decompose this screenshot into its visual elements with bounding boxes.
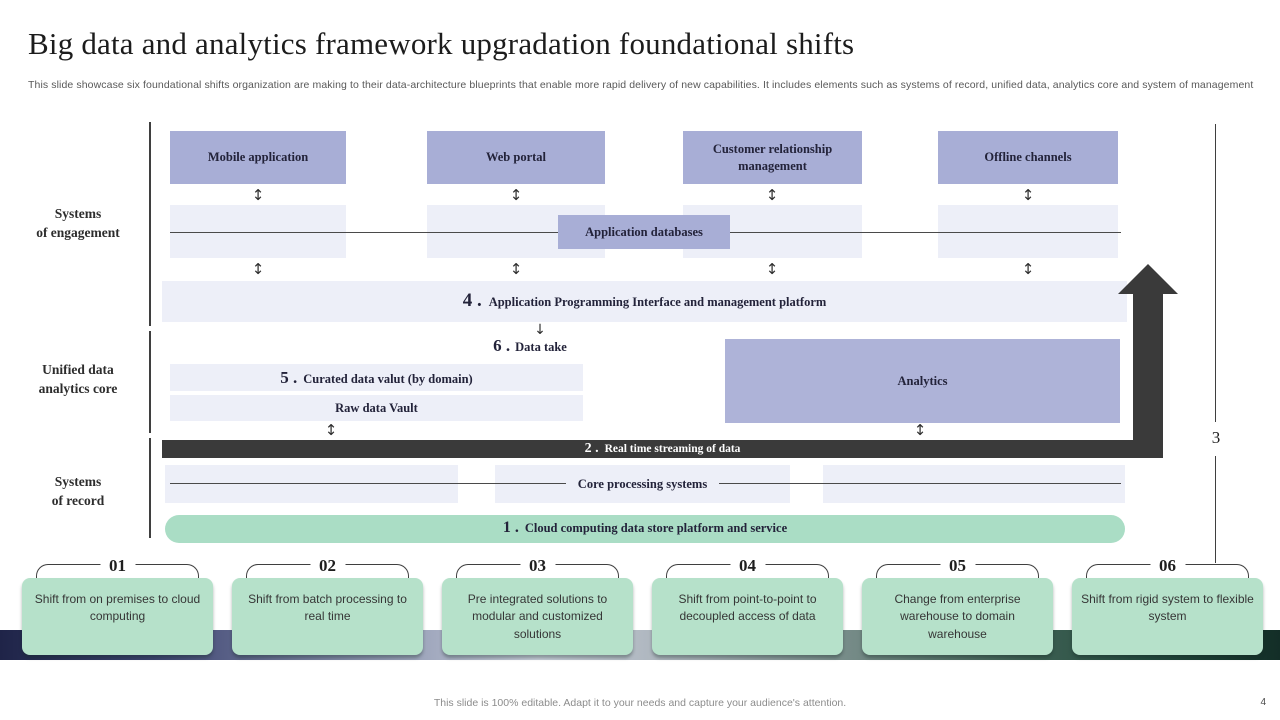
updown-arrow-icon: ↕ xyxy=(251,186,265,204)
label-systems-of-engagement: Systems of engagement xyxy=(8,204,148,242)
updown-arrow-icon: ↕ xyxy=(765,260,779,278)
updown-arrow-icon: ↕ xyxy=(251,260,265,278)
updown-arrow-icon: ↕ xyxy=(1021,186,1035,204)
box-analytics: Analytics xyxy=(725,339,1120,423)
api-label: Application Programming Interface and ma… xyxy=(488,295,827,309)
page-subtitle: This slide showcase six foundational shi… xyxy=(28,79,1254,91)
record-box xyxy=(823,465,1125,503)
updown-arrow-icon: ↕ xyxy=(509,186,523,204)
card-number: 03 xyxy=(520,556,555,575)
card-number: 02 xyxy=(310,556,345,575)
card-text: Shift from on premises to cloud computin… xyxy=(22,578,213,655)
card-text: Change from enterprise warehouse to doma… xyxy=(862,578,1053,655)
label-line: Systems xyxy=(54,206,102,221)
raw-data-vault-box: Raw data Vault xyxy=(170,395,583,421)
up-arrow-head-icon xyxy=(1118,264,1178,294)
streaming-label: Real time streaming of data xyxy=(604,443,741,455)
api-number: 4 . xyxy=(462,290,482,311)
shift-card-04: 04 Shift from point-to-point to decouple… xyxy=(652,556,843,656)
box-offline-channels: Offline channels xyxy=(938,131,1118,184)
updown-arrow-icon: ↕ xyxy=(913,421,927,439)
engagement-db-box xyxy=(938,205,1118,258)
shift-card-02: 02 Shift from batch processing to real t… xyxy=(232,556,423,656)
label-line: analytics core xyxy=(38,381,118,396)
card-number: 04 xyxy=(730,556,765,575)
updown-arrow-icon: ↕ xyxy=(324,421,338,439)
label-unified-data-analytics-core: Unified data analytics core xyxy=(8,360,148,398)
label-line: Unified data xyxy=(42,362,114,377)
updown-arrow-icon: ↕ xyxy=(765,186,779,204)
side-number: 3 xyxy=(1211,428,1221,447)
raw-vault-label: Raw data Vault xyxy=(335,400,418,415)
card-text: Shift from rigid system to flexible syst… xyxy=(1072,578,1263,655)
down-arrow-icon: ↓ xyxy=(534,322,546,338)
cloud-number: 1 . xyxy=(502,519,519,536)
footer-note: This slide is 100% editable. Adapt it to… xyxy=(433,697,847,709)
streaming-number: 2 . xyxy=(584,441,599,456)
record-box xyxy=(165,465,458,503)
left-divider-segment xyxy=(149,122,151,326)
shift-card-01: 01 Shift from on premises to cloud compu… xyxy=(22,556,213,656)
data-take-label: Data take xyxy=(515,340,567,354)
page-number: 4 xyxy=(1260,697,1266,708)
left-divider-segment xyxy=(149,331,151,433)
curated-label: Curated data valut (by domain) xyxy=(303,372,473,386)
card-text: Shift from point-to-point to decoupled a… xyxy=(652,578,843,655)
up-arrow-shaft xyxy=(1133,292,1163,458)
left-divider-segment xyxy=(149,438,151,538)
label-systems-of-record: Systems of record xyxy=(8,472,148,510)
streaming-bar: 2 . Real time streaming of data xyxy=(162,440,1163,458)
curated-number: 5 . xyxy=(280,368,298,387)
updown-arrow-icon: ↕ xyxy=(1021,260,1035,278)
box-mobile-application: Mobile application xyxy=(170,131,346,184)
shift-card-05: 05 Change from enterprise warehouse to d… xyxy=(862,556,1053,656)
core-processing-label: Core processing systems xyxy=(565,476,720,492)
box-application-databases: Application databases xyxy=(558,215,730,249)
card-number: 01 xyxy=(100,556,135,575)
page-title: Big data and analytics framework upgrada… xyxy=(28,26,855,61)
shift-card-06: 06 Shift from rigid system to flexible s… xyxy=(1072,556,1263,656)
card-number: 06 xyxy=(1150,556,1185,575)
right-connector-segment xyxy=(1215,456,1216,563)
cloud-label: Cloud computing data store platform and … xyxy=(524,521,788,535)
data-take-label-group: 6 . Data take xyxy=(430,336,630,356)
curated-data-vault-box: 5 . Curated data valut (by domain) xyxy=(170,364,583,391)
card-number: 05 xyxy=(940,556,975,575)
box-web-portal: Web portal xyxy=(427,131,605,184)
label-line: Systems xyxy=(54,474,102,489)
card-text: Pre integrated solutions to modular and … xyxy=(442,578,633,655)
shift-card-03: 03 Pre integrated solutions to modular a… xyxy=(442,556,633,656)
right-connector-segment xyxy=(1215,124,1216,422)
engagement-db-box xyxy=(170,205,346,258)
core-processing-group: Core processing systems xyxy=(495,465,790,503)
bottom-gradient-bar xyxy=(0,630,1280,660)
box-customer-relationship-management: Customer relationship management xyxy=(683,131,862,184)
updown-arrow-icon: ↕ xyxy=(509,260,523,278)
label-line: of engagement xyxy=(36,225,120,240)
label-line: of record xyxy=(51,493,105,508)
data-take-number: 6 . xyxy=(493,336,511,355)
cloud-platform-bar: 1 . Cloud computing data store platform … xyxy=(165,515,1125,543)
api-platform-bar: 4 . Application Programming Interface an… xyxy=(162,281,1127,322)
card-text: Shift from batch processing to real time xyxy=(232,578,423,655)
